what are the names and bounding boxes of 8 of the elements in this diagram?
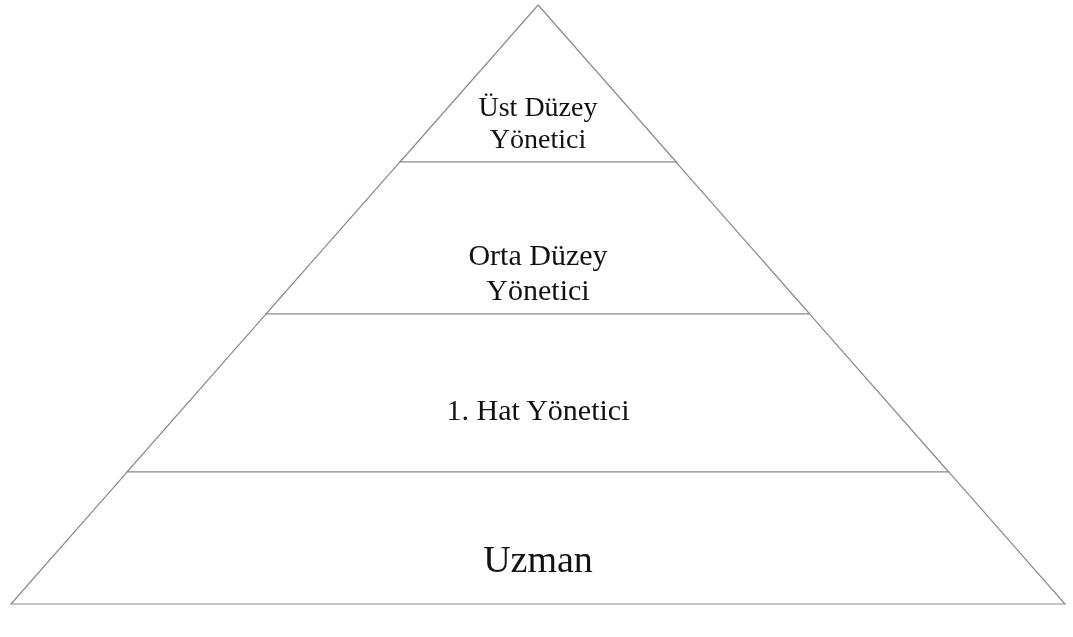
- level-label: Orta Düzey Yönetici: [467, 238, 609, 307]
- pyramid-level: [266, 162, 810, 314]
- pyramid-level: [127, 314, 949, 472]
- level-label: 1. Hat Yönetici: [445, 393, 631, 428]
- level-label: Üst Düzey Yönetici: [477, 91, 599, 156]
- pyramid-level: [11, 472, 1065, 604]
- pyramid-level: [399, 5, 677, 162]
- level-label: Uzman: [482, 538, 594, 582]
